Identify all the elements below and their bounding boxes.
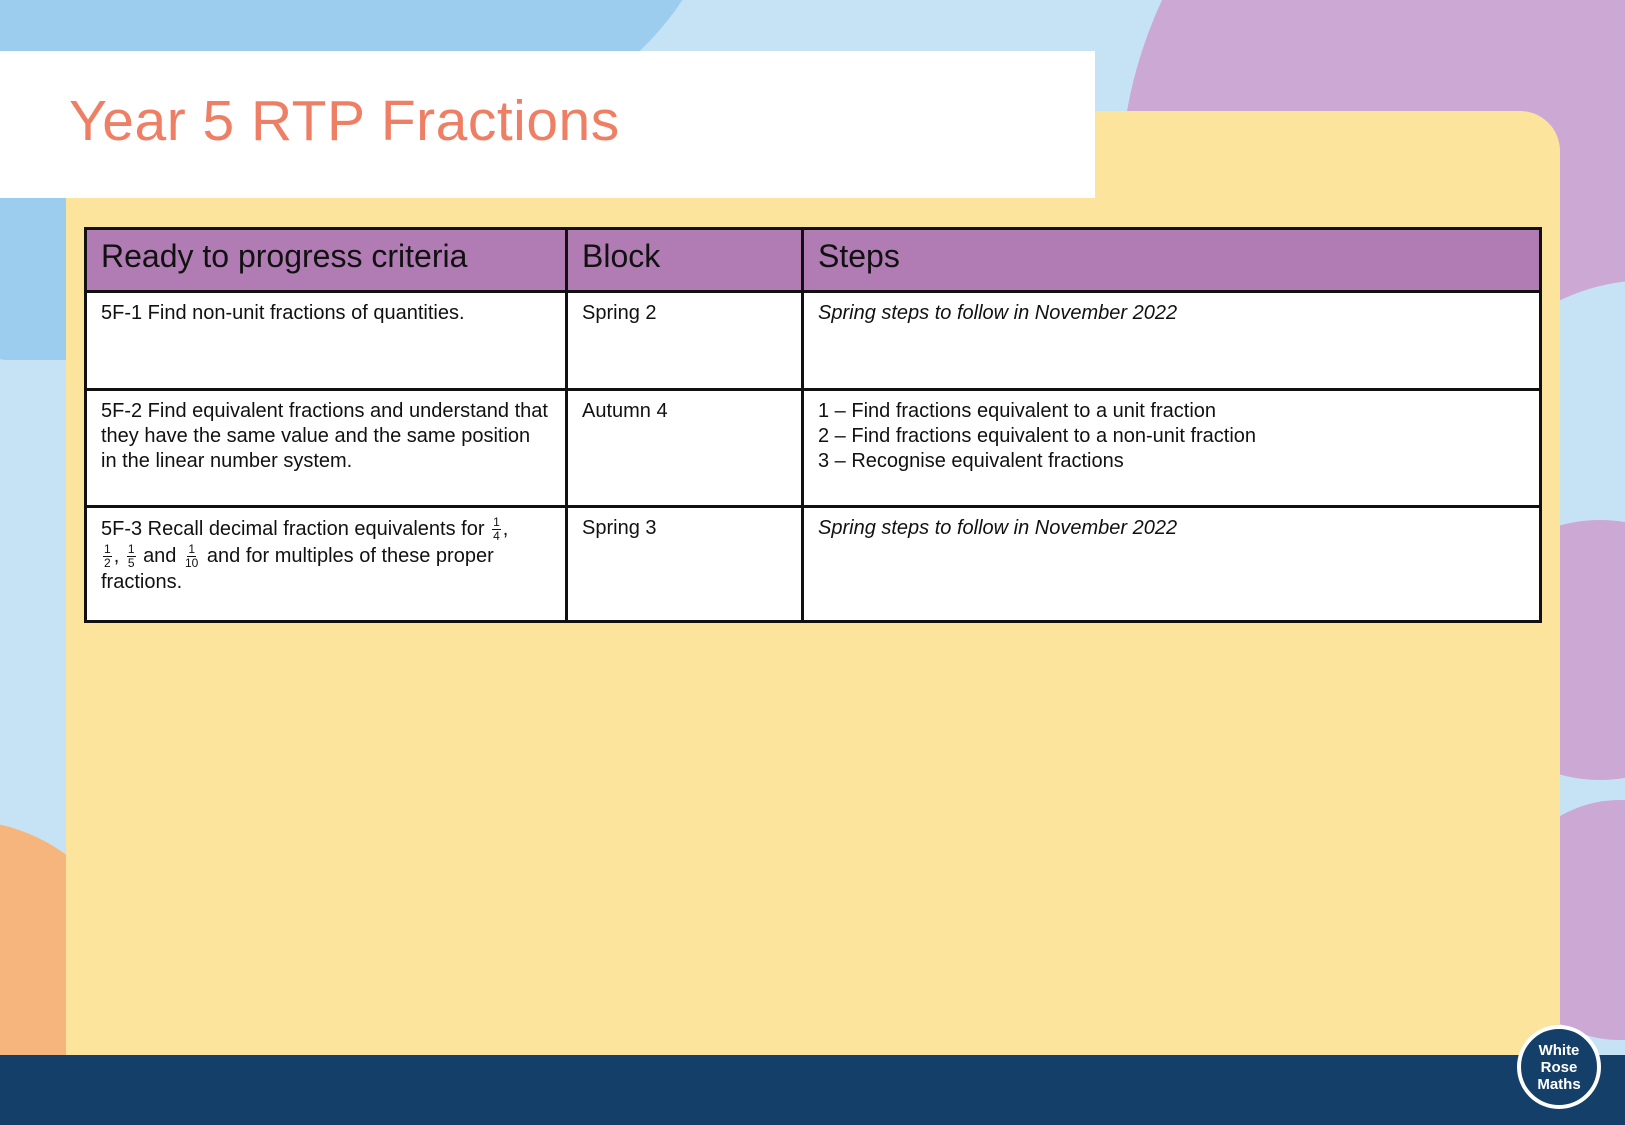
step-item: 3 – Recognise equivalent fractions bbox=[818, 450, 1124, 472]
fraction-denominator: 2 bbox=[104, 556, 111, 570]
fraction-one-half: 1 2 bbox=[103, 543, 112, 570]
fraction-one-tenth: 1 10 bbox=[184, 543, 199, 570]
block-cell: Spring 3 bbox=[565, 505, 804, 623]
criteria-rest: and for multiples of these proper fracti… bbox=[101, 544, 494, 593]
step-item: 1 – Find fractions equivalent to a unit … bbox=[818, 400, 1217, 422]
fraction-numerator: 1 bbox=[103, 542, 112, 557]
fraction-one-quarter: 1 4 bbox=[492, 516, 501, 543]
steps-cell: 1 – Find fractions equivalent to a unit … bbox=[801, 388, 1542, 508]
fraction-denominator: 5 bbox=[127, 556, 135, 570]
block-cell: Spring 2 bbox=[565, 290, 804, 391]
fraction-numerator: 1 bbox=[126, 542, 136, 557]
criteria-intro: 5F-3 Recall decimal fraction equivalents… bbox=[101, 517, 485, 540]
header-criteria: Ready to progress criteria bbox=[84, 227, 568, 293]
logo-line: Rose bbox=[1540, 1058, 1578, 1076]
table-row: 5F-1 Find non-unit fractions of quantiti… bbox=[84, 290, 1542, 391]
title-banner bbox=[0, 51, 1095, 198]
page-title: Year 5 RTP Fractions bbox=[69, 89, 620, 153]
white-rose-maths-logo: White Rose Maths bbox=[1517, 1025, 1601, 1109]
step-item: 2 – Find fractions equivalent to a non-u… bbox=[818, 425, 1257, 447]
fraction-numerator: 1 bbox=[492, 515, 501, 530]
footer-bar bbox=[0, 1055, 1625, 1125]
fraction-denominator: 10 bbox=[185, 556, 199, 570]
criteria-cell: 5F-1 Find non-unit fractions of quantiti… bbox=[84, 290, 568, 391]
criteria-cell: 5F-3 Recall decimal fraction equivalents… bbox=[84, 505, 568, 623]
steps-cell: Spring steps to follow in November 2022 bbox=[801, 505, 1542, 623]
fraction-denominator: 4 bbox=[493, 529, 500, 543]
table-row: 5F-3 Recall decimal fraction equivalents… bbox=[84, 505, 1542, 623]
table-row: 5F-2 Find equivalent fractions and under… bbox=[84, 388, 1542, 508]
logo-line: Maths bbox=[1537, 1075, 1581, 1093]
fraction-one-fifth: 1 5 bbox=[126, 542, 136, 570]
header-block: Block bbox=[565, 227, 804, 293]
rtp-table: Ready to progress criteria Block Steps 5… bbox=[84, 227, 1542, 623]
logo-line: White bbox=[1538, 1041, 1580, 1059]
separator: , bbox=[113, 544, 120, 567]
block-cell: Autumn 4 bbox=[565, 388, 804, 508]
header-steps: Steps bbox=[801, 227, 1542, 293]
criteria-cell: 5F-2 Find equivalent fractions and under… bbox=[84, 388, 568, 508]
separator: , bbox=[502, 517, 509, 540]
steps-cell: Spring steps to follow in November 2022 bbox=[801, 290, 1542, 391]
criteria-and: and bbox=[143, 544, 177, 567]
fraction-numerator: 1 bbox=[187, 542, 197, 557]
table-header-row: Ready to progress criteria Block Steps bbox=[84, 227, 1542, 293]
